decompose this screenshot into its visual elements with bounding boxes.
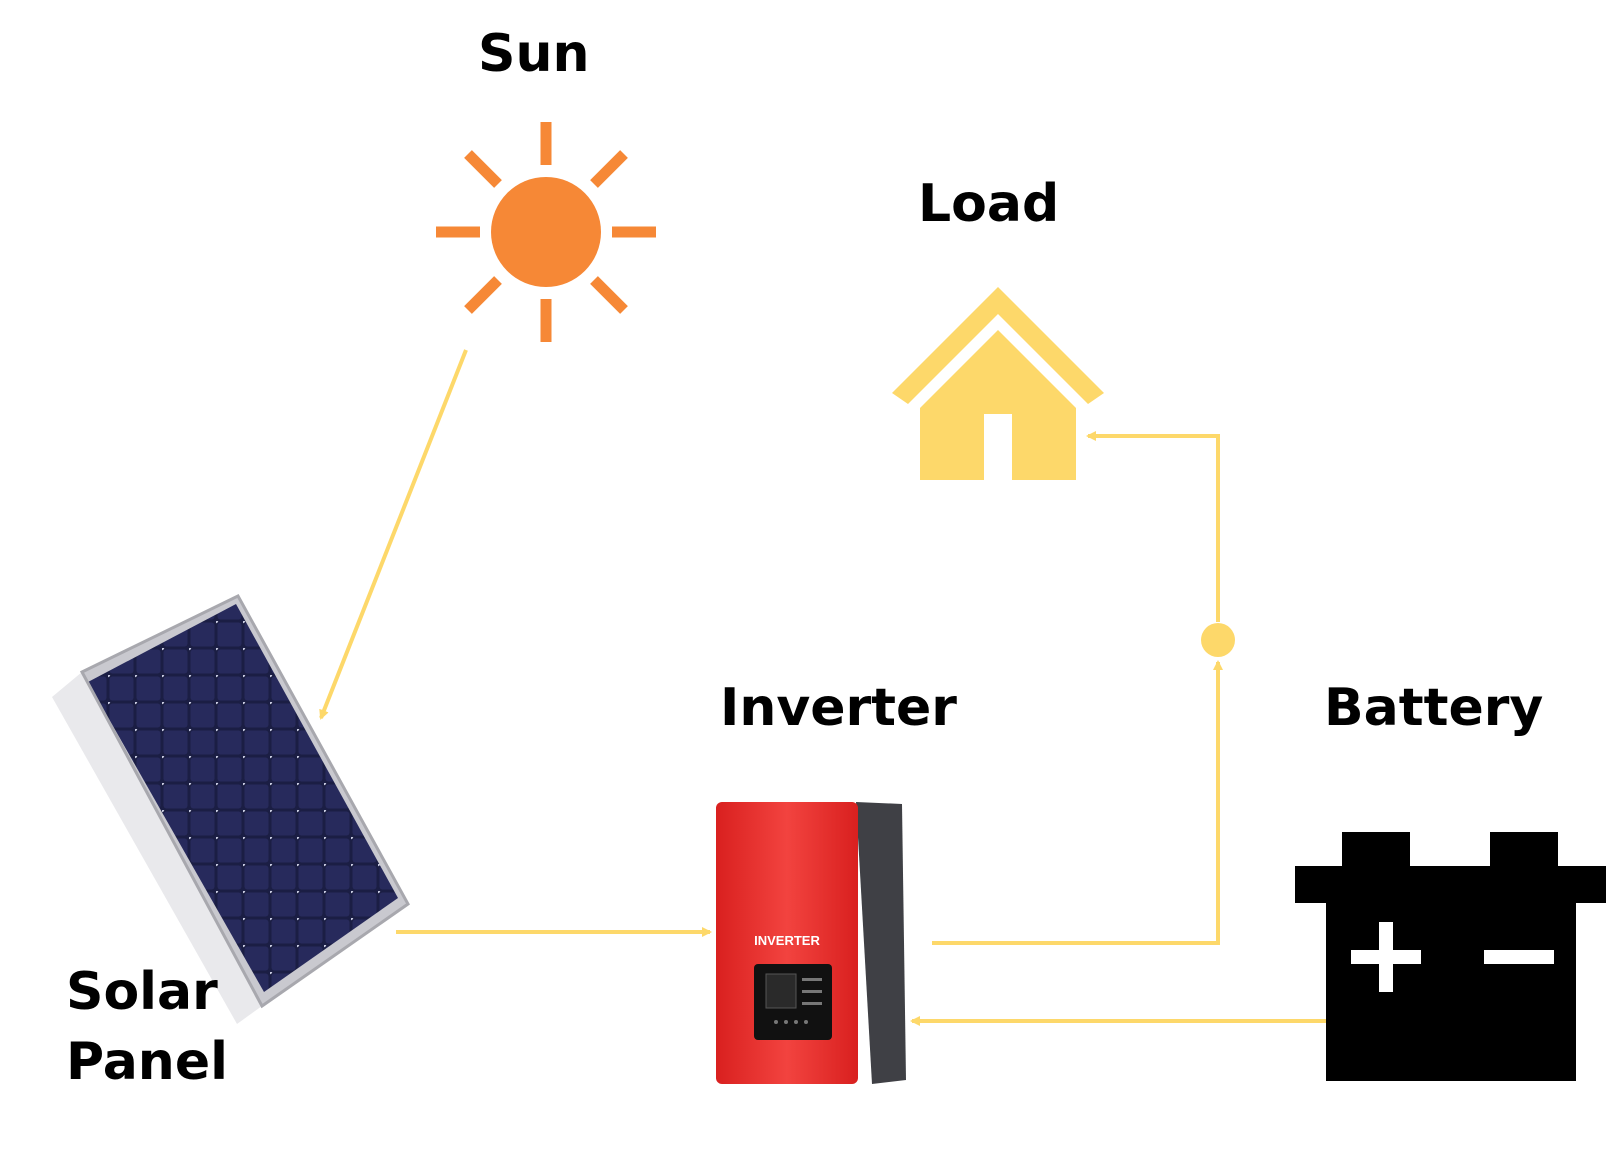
house-icon <box>892 287 1104 480</box>
flow-connectors <box>319 349 1326 1026</box>
solar-panel-label-line2: Panel <box>66 1032 228 1092</box>
sun-label: Sun <box>478 24 590 84</box>
solar-panel-label-line1: Solar <box>66 962 218 1022</box>
battery-label: Battery <box>1324 678 1544 738</box>
sun-to-panel-arrow <box>319 349 468 720</box>
solar-panel-image <box>52 594 410 1024</box>
inverter-front-text: INVERTER <box>754 933 820 948</box>
inverter-label: Inverter <box>720 678 957 738</box>
inverter-to-junction-line <box>932 660 1223 945</box>
junction-to-load-arrow <box>1086 431 1220 622</box>
sun-icon <box>436 122 656 342</box>
battery-icon <box>1295 832 1606 1081</box>
load-label: Load <box>918 174 1060 234</box>
inverter-image: INVERTER <box>716 802 906 1084</box>
flow-junction-dot <box>1201 623 1235 657</box>
